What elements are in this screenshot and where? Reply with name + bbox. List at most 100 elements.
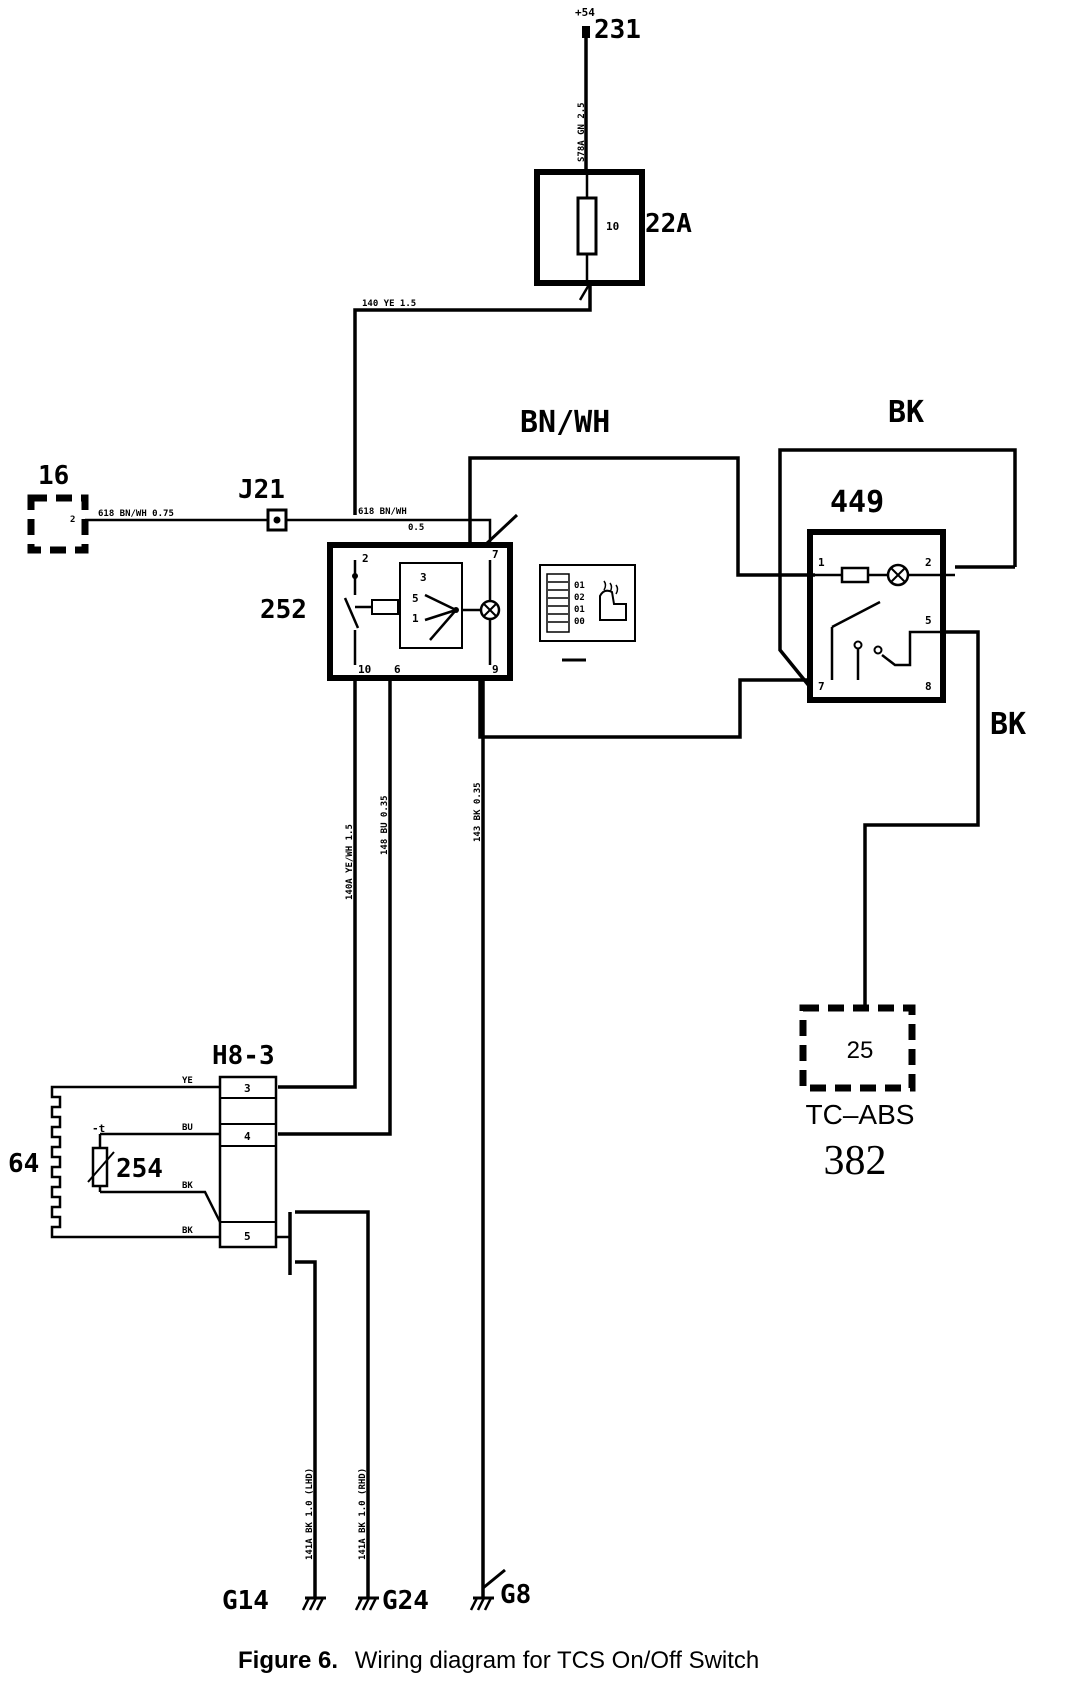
switch-inner-resistor: [371, 599, 399, 615]
tcabs-382: 382: [824, 1138, 887, 1184]
fuse-output-tick: [578, 282, 592, 301]
wire-relay7-return: [478, 678, 810, 739]
connector-16-box: [27, 494, 89, 554]
wire-bk-loop: [778, 448, 1017, 689]
connector-h8-body: [218, 1075, 278, 1249]
wire-618-left-label: 618 BN/WH 0.75: [98, 509, 174, 519]
ground-g24-icon: [354, 1596, 379, 1611]
wire-g14: [295, 1260, 317, 1590]
heat-waves-icon: [603, 580, 619, 595]
sensor-mark: -t: [92, 1122, 105, 1135]
h8-pin-5: 5: [244, 1230, 251, 1243]
splice-j21-dot: [273, 516, 281, 524]
connector-16-pin: 2: [70, 515, 75, 525]
wire-h8-bk1: [100, 1190, 222, 1223]
switch-252-box: [327, 542, 513, 681]
h8-bk2-label: BK: [182, 1226, 193, 1236]
g24-wire-label: 141A BK 1.0 (RHD): [358, 1468, 368, 1560]
switch-pin-10: 10: [358, 663, 371, 676]
connector-16-label: 16: [38, 461, 69, 491]
switch-node-top: [352, 573, 358, 579]
g8-diag-tick: [482, 1568, 506, 1590]
relay-pin-7: 7: [818, 680, 825, 693]
sensor-254-label: 254: [116, 1154, 163, 1184]
fuse-element: [576, 196, 598, 256]
relay-pin-1: 1: [818, 556, 825, 569]
h8-pin-4: 4: [244, 1130, 251, 1143]
switch-pin-6: 6: [394, 663, 401, 676]
caption-text: Wiring diagram for TCS On/Off Switch: [355, 1647, 760, 1674]
switch-pin-9: 9: [492, 663, 499, 676]
heater-64-element: [50, 1085, 72, 1239]
switch-blade: [343, 597, 360, 629]
tcabs-connector-number: 25: [847, 1037, 874, 1064]
wire-148-bu: [278, 678, 392, 1136]
switch-252-label: 252: [260, 595, 307, 625]
fuse-rating: 10: [606, 220, 619, 233]
supply-voltage-label: +54: [575, 6, 595, 19]
wire-618-right-label-a: 618 BN/WH: [358, 507, 407, 517]
relay-pin-8: 8: [925, 680, 932, 693]
wire-618-right: [286, 518, 492, 545]
wire-bk-right-label: BK: [990, 707, 1026, 742]
switch-pin-7: 7: [492, 548, 499, 561]
wire-140-label: 140 YE 1.5: [362, 299, 416, 309]
wire-bk-tcabs: [863, 630, 980, 1005]
wire-140a-ye-wh: [278, 678, 357, 1089]
h8-bu-label: BU: [182, 1123, 193, 1133]
sensor-254-arrow: [87, 1151, 115, 1183]
fuse-id-label: 22A: [645, 209, 692, 239]
heater-64-label: 64: [8, 1149, 39, 1179]
supply-id-label: 231: [594, 15, 641, 45]
switch-inner-1: 1: [412, 612, 419, 625]
switch-inner-fan-3: [429, 609, 457, 641]
switch-diag-tick: [483, 513, 519, 547]
caption-figure-number: Figure 6.: [238, 1647, 338, 1674]
switch-inner-node: [453, 607, 459, 613]
wire-618-right-label-b: 0.5: [408, 523, 424, 533]
relay-lamp-cross-2: [890, 567, 906, 583]
switch-lamp-cross-2: [483, 603, 497, 617]
ground-g14-icon: [301, 1596, 326, 1611]
switch-inner-3: 3: [420, 571, 427, 584]
legend-mini-1: 01: [574, 581, 585, 591]
legend-mini-2: 02: [574, 593, 585, 603]
supply-terminal: [582, 26, 590, 38]
relay-pin-5: 5: [925, 614, 932, 627]
g14-wire-label: 141A BK 1.0 (LHD): [305, 1468, 315, 1560]
ground-g8-label: G8: [500, 1580, 531, 1610]
relay-contact-nc: [873, 645, 883, 655]
ground-g24-label: G24: [382, 1586, 429, 1616]
relay-449-label: 449: [830, 485, 884, 520]
wire-bk-top-label: BK: [888, 395, 924, 430]
switch-inner-5: 5: [412, 592, 419, 605]
wire-bnwh-label: BN/WH: [520, 405, 610, 440]
relay-pin5-path: [881, 630, 945, 667]
switch-pin-2: 2: [362, 552, 369, 565]
splice-j21-label: J21: [238, 475, 285, 505]
wire-140a-label: 140A YE/WH 1.5: [345, 824, 355, 900]
tcabs-label: TC–ABS: [806, 1099, 915, 1130]
switch-inner-block: [399, 562, 463, 649]
relay-contact-arm: [831, 600, 881, 629]
wire-bn-wh: [468, 456, 815, 577]
relay-pin-2: 2: [925, 556, 932, 569]
wire-143-label: 143 BK 0.35: [473, 782, 483, 842]
legend-mini-4: 00: [574, 617, 585, 627]
h8-pin-3: 3: [244, 1082, 251, 1095]
relay-449-box: [807, 529, 946, 703]
relay-contact-no: [853, 640, 863, 650]
wire-g24: [295, 1210, 370, 1590]
seat-icon: [599, 589, 627, 621]
fuse-box-22a: [534, 169, 645, 286]
wire-140-ye: [353, 283, 592, 515]
connector-h8-label: H8-3: [212, 1041, 275, 1071]
h8-bk1-label: BK: [182, 1181, 193, 1191]
relay-resistor: [840, 566, 870, 584]
ground-g8-icon: [469, 1596, 494, 1611]
switch-inner-fan-2: [424, 608, 457, 622]
legend-mini-3: 01: [574, 605, 585, 615]
h8-ye-label: YE: [182, 1076, 193, 1086]
tcabs-connector-box: [799, 1004, 916, 1092]
